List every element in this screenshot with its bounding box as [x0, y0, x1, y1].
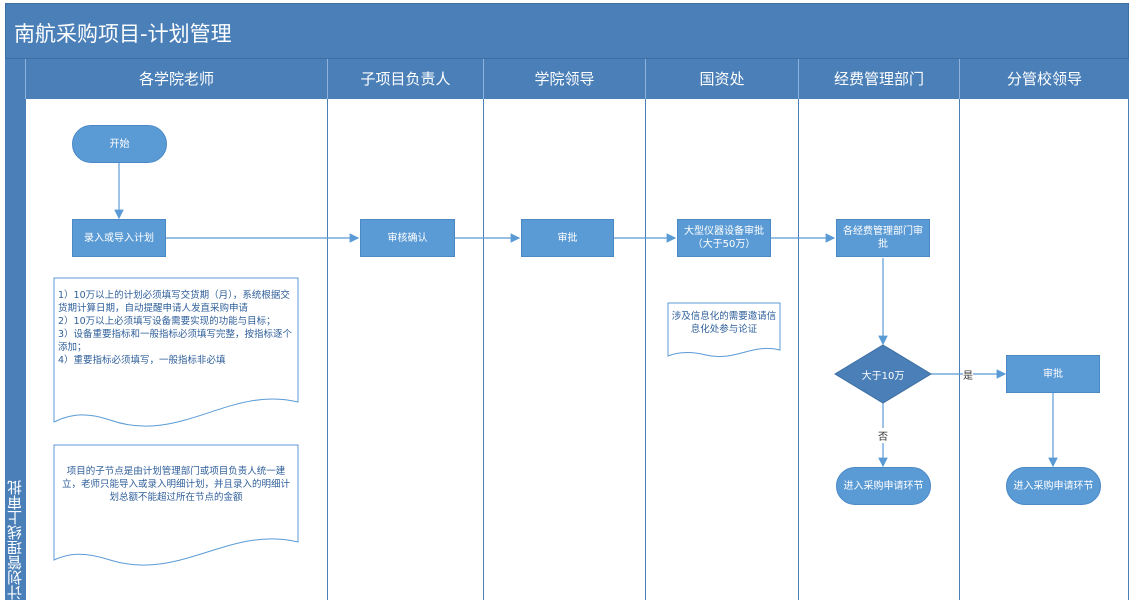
note-shape-info	[667, 302, 781, 357]
note-line: 1）10万以上的计划必须填写交货期（月），系统根据交货期计算日期，自动提醒申请人…	[58, 290, 290, 314]
leader-approve-node: 审批	[1006, 355, 1100, 393]
asset-approve-node: 大型仪器设备审批（大于50万）	[677, 219, 771, 257]
diagram-title: 南航采购项目-计划管理	[14, 22, 232, 46]
decision-label: 大于10万	[861, 371, 905, 382]
side-band: 计划管理线上审批	[5, 59, 25, 600]
enter-plan-node: 录入或导入计划	[72, 219, 166, 257]
note-line: 4）重要指标必须填写，一般指标非必填	[58, 355, 226, 366]
funding-approve-node: 各经费管理部门审批	[836, 219, 930, 257]
end-node-yes: 进入采购申请环节	[1006, 467, 1101, 505]
note-line: 3）设备重要指标和一般指标必须填写完整，按指标逐个添加；	[58, 329, 293, 353]
edge-label-yes: 是	[963, 367, 973, 382]
title-bar: 南航采购项目-计划管理	[5, 3, 1129, 59]
decision-diamond	[834, 344, 932, 404]
note-line: 2）10万以上必须填写设备需要实现的功能与目标；	[58, 316, 276, 327]
note-shape-requirements	[53, 277, 299, 427]
edge-label-no: 否	[878, 428, 888, 443]
note-child-node: 项目的子节点是由计划管理部门或项目负责人统一建立，老师只能导入或录入明细计划，并…	[61, 466, 290, 503]
lane-header-school-leader: 分管校领导	[959, 59, 1129, 99]
lane-divider	[483, 99, 484, 600]
lane-divider	[798, 99, 799, 600]
lane-divider	[25, 99, 26, 600]
lane-divider	[327, 99, 328, 600]
note-shape-child-node	[53, 444, 299, 566]
note-info: 涉及信息化的需要邀请信息化处参与论证	[671, 311, 777, 335]
lane-header-teachers: 各学院老师	[25, 59, 327, 99]
lane-header-funding-dept: 经费管理部门	[798, 59, 959, 99]
end-node-no: 进入采购申请环节	[836, 467, 931, 505]
start-node: 开始	[72, 125, 167, 163]
note-requirements: 1）10万以上的计划必须填写交货期（月），系统根据交货期计算日期，自动提醒申请人…	[58, 289, 296, 367]
college-approve-node: 审批	[521, 219, 614, 257]
lane-header-subproject-lead: 子项目负责人	[327, 59, 483, 99]
lane-header-asset-office: 国资处	[645, 59, 798, 99]
lane-divider	[645, 99, 646, 600]
review-confirm-node: 审核确认	[360, 219, 455, 257]
lane-header-college-leader: 学院领导	[483, 59, 645, 99]
lane-divider	[959, 99, 960, 600]
lane-divider	[1128, 99, 1129, 600]
